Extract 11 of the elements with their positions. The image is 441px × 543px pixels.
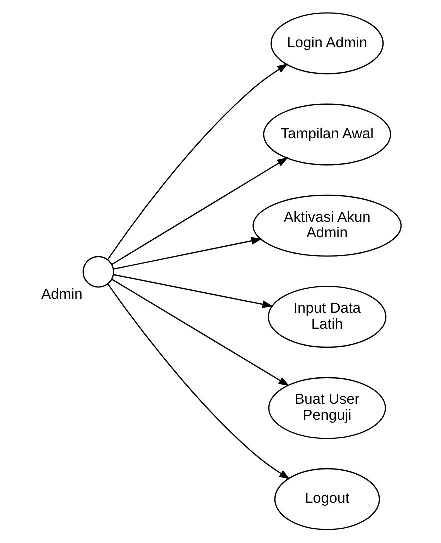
node-ellipse: Logout xyxy=(274,468,380,530)
arrow xyxy=(113,274,274,308)
arrow xyxy=(113,237,262,270)
node-label: Admin xyxy=(40,286,82,303)
arrow xyxy=(111,278,290,386)
arrow xyxy=(111,158,288,266)
arrow xyxy=(107,64,288,260)
node-ellipse: Aktivasi Akun Admin xyxy=(252,194,402,257)
arrow xyxy=(107,284,290,480)
node-ellipse: Input Data Latih xyxy=(268,286,386,348)
node-circle xyxy=(82,256,114,288)
